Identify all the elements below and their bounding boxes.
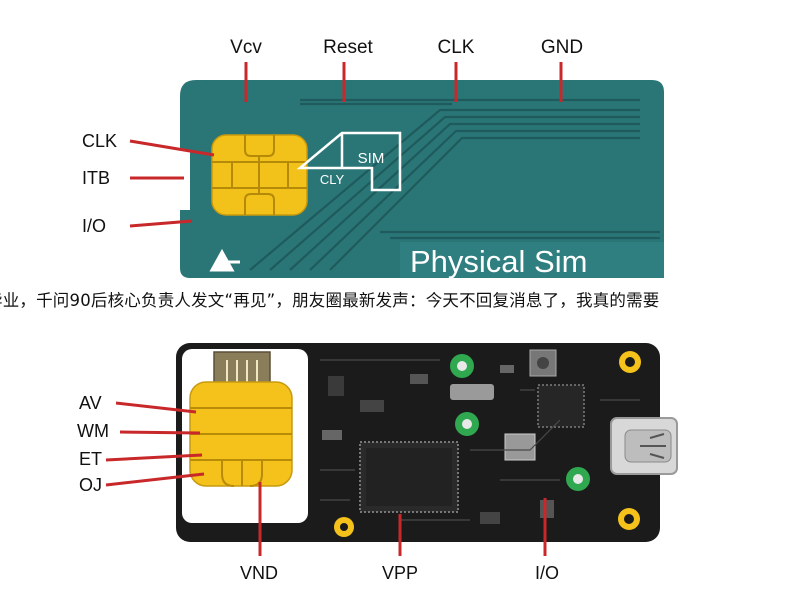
- card-title: Physical Sim: [410, 244, 587, 279]
- main-ic: [360, 442, 458, 512]
- pin-label-wm: WM: [77, 421, 109, 441]
- pin-label-vcv: Vcv: [230, 37, 262, 58]
- pin-label-vpp: VPP: [382, 563, 418, 583]
- pin-label-io-bottom: I/O: [535, 563, 559, 583]
- physical-sim-card: SIM CLY Physical Sim: [180, 80, 664, 279]
- pin-label-reset: Reset: [323, 37, 373, 58]
- secondary-ic: [538, 385, 584, 427]
- pin-label-et: ET: [79, 449, 102, 469]
- pcb-board: [176, 343, 677, 542]
- sim-box-label: SIM: [358, 150, 385, 167]
- pin-label-clk-left: CLK: [82, 131, 117, 151]
- gold-contact-pads: [190, 382, 292, 486]
- pin-label-gnd: GND: [541, 37, 583, 58]
- pin-label-av: AV: [79, 393, 102, 413]
- news-caption-text: 毕业，千问90后核心负责人发文“再见”，朋友圈最新发声：今天不回复消息了，我真的…: [0, 287, 800, 311]
- chip-text: CLY: [320, 172, 345, 187]
- sim-chip: [212, 135, 307, 215]
- pin-label-vnd: VND: [240, 563, 278, 583]
- pin-label-clk-top: CLK: [438, 37, 475, 58]
- pin-label-itb: ITB: [82, 168, 110, 188]
- usb-c-connector: [611, 418, 677, 474]
- pin-label-oj: OJ: [79, 475, 102, 495]
- pin-label-io-left: I/O: [82, 216, 106, 236]
